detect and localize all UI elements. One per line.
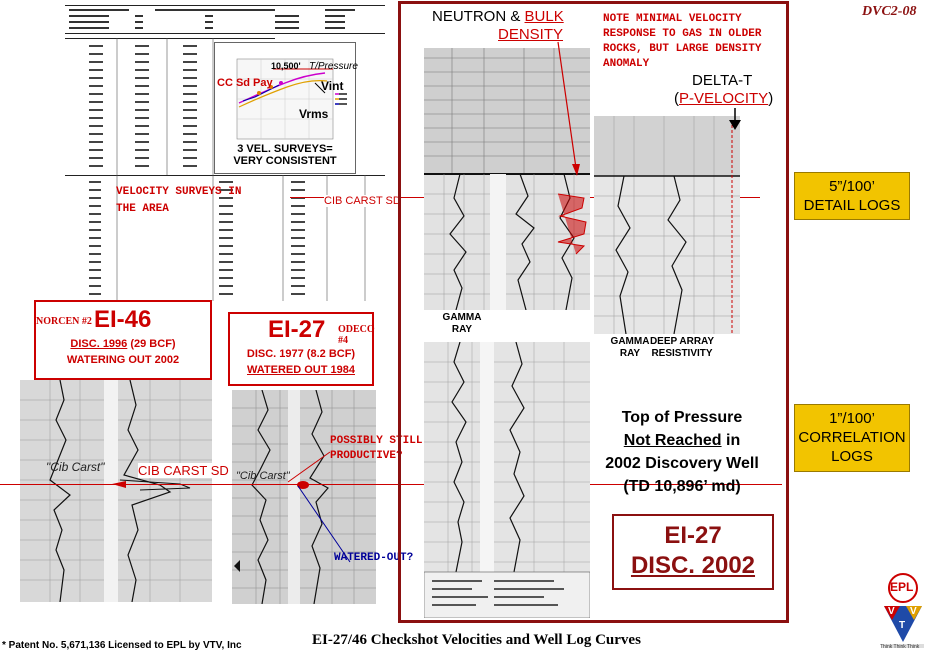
detail-log-right-curves bbox=[594, 116, 740, 334]
slide-id: DVC2-08 bbox=[862, 4, 917, 19]
delta-t-label: DELTA-T bbox=[692, 72, 753, 89]
epl-vtv-logo: EPL V T V Think Think Think bbox=[872, 572, 934, 652]
ei27-old-name: EI-27 bbox=[268, 316, 326, 343]
patent-notice: * Patent No. 5,671,136 Licensed to EPL b… bbox=[2, 640, 242, 651]
ei46-operator: NORCEN #2 bbox=[36, 316, 92, 327]
logo-letter-3: V bbox=[910, 606, 917, 617]
p-velocity-wrap: (P-VELOCITY) bbox=[674, 90, 774, 107]
ei27-old-log-panel bbox=[232, 390, 376, 604]
ei46-disc-volume: (29 BCF) bbox=[127, 338, 176, 350]
ei46-log-panel bbox=[20, 380, 212, 602]
ei46-caption-box: NORCEN #2 EI-46 DISC. 1996 (29 BCF) WATE… bbox=[34, 300, 212, 380]
pressure-line-3: 2002 Discovery Well bbox=[605, 455, 759, 472]
detail-label: DETAIL LOGS bbox=[803, 197, 901, 214]
ei46-cib-carst-annotation: "Cib Carst" bbox=[46, 460, 105, 474]
ei46-log-curves bbox=[20, 380, 212, 602]
logo-letter-1: V bbox=[888, 606, 895, 617]
detail-log-right bbox=[594, 116, 740, 334]
epl-text: EPL bbox=[890, 580, 914, 594]
velocity-plot bbox=[236, 58, 347, 140]
ei46-disc: DISC. 1996 (29 BCF) bbox=[36, 338, 210, 350]
vrms-label: Vrms bbox=[299, 107, 329, 121]
pressure-line-2-suffix: in bbox=[721, 432, 741, 449]
cib-carst-lower-label: CIB CARST SD bbox=[138, 463, 229, 478]
pressure-line-4: (TD 10,896’ md) bbox=[623, 478, 741, 495]
top-of-pressure-text: Top of Pressure Not Reached in 2002 Disc… bbox=[588, 406, 776, 498]
ei27-2002-disc: DISC. 2002 bbox=[630, 552, 756, 579]
slide-title: EI-27/46 Checkshot Velocities and Well L… bbox=[312, 632, 641, 648]
p-velocity-label: P-VELOCITY bbox=[679, 90, 769, 107]
legend-label: T/Pressure bbox=[309, 61, 358, 72]
ei27-2002-badge: EI-27 DISC. 2002 bbox=[612, 514, 774, 590]
velocity-chart: 10,500' T/Pressure Vint Vrms 3 VEL. SURV… bbox=[214, 42, 358, 174]
neutron-label: NEUTRON & bbox=[432, 8, 521, 25]
pressure-line-2: Not Reached in bbox=[588, 429, 776, 452]
gamma-ray-label-2: GAMMA RAY bbox=[610, 336, 650, 359]
ei27-old-status: WATERED OUT 1984 bbox=[247, 364, 355, 376]
ei27-2002-name: EI-27 bbox=[664, 522, 722, 549]
ei27-old-log-curves bbox=[232, 390, 376, 604]
detail-scale: 5”/100’ bbox=[829, 178, 875, 195]
bulk-label: BULK bbox=[524, 8, 564, 25]
cc-sd-pay-label: CC Sd Pay bbox=[217, 77, 273, 89]
velocity-surveys-note: VELOCITY SURVEYS IN THE AREA bbox=[116, 186, 242, 215]
delta-t-arrow bbox=[729, 108, 741, 130]
correlation-scale: 1”/100’ bbox=[829, 410, 875, 427]
correlation-logs-box: 1”/100’ CORRELATION LOGS bbox=[794, 404, 910, 472]
density-label: DENSITY bbox=[498, 26, 564, 43]
ei46-name: EI-46 bbox=[94, 306, 152, 333]
detail-logs-box: 5”/100’ DETAIL LOGS bbox=[794, 172, 910, 220]
logo-graphic bbox=[882, 573, 924, 648]
annotation-arrows bbox=[287, 451, 351, 563]
correlation-log-curves bbox=[424, 342, 590, 618]
ei27-old-operator: ODECO #4 bbox=[338, 324, 375, 346]
checkshot-table bbox=[65, 5, 385, 301]
cib-carst-lower-line bbox=[0, 484, 782, 485]
ei46-disc-year: DISC. 1996 bbox=[70, 338, 128, 350]
ei27-old-caption-box: EI-27 ODECO #4 DISC. 1977 (8.2 BCF) WATE… bbox=[228, 312, 375, 386]
correlation-label: CORRELATION LOGS bbox=[798, 429, 906, 465]
ei27-2002-frame bbox=[398, 1, 789, 623]
pressure-line-1: Top of Pressure bbox=[621, 409, 743, 426]
cib-carst-upper-label: CIB CARST SD bbox=[324, 195, 401, 207]
logo-tagline: Think Think Think bbox=[880, 644, 920, 650]
ei27-old-cib-carst-annotation: "Cib Carst" bbox=[236, 470, 290, 482]
gamma-ray-label-1: GAMMA RAY bbox=[442, 312, 482, 335]
ei46-status: WATERING OUT 2002 bbox=[66, 354, 180, 366]
watered-out-note: WATERED-OUT? bbox=[334, 552, 414, 564]
depth-label: 10,500' bbox=[271, 61, 301, 71]
density-arrow bbox=[557, 41, 580, 176]
consistency-note: 3 VEL. SURVEYS= VERY CONSISTENT bbox=[221, 143, 349, 167]
ei27-old-disc: DISC. 1977 (8.2 BCF) bbox=[246, 348, 356, 360]
neutron-density-header: NEUTRON & BULK DENSITY bbox=[432, 8, 564, 44]
not-reached-text: Not Reached bbox=[623, 432, 722, 449]
logo-letter-2: T bbox=[899, 620, 906, 631]
velocity-response-note: NOTE MINIMAL VELOCITY RESPONSE TO GAS IN… bbox=[603, 13, 762, 70]
vint-label: Vint bbox=[321, 79, 344, 93]
correlation-log bbox=[424, 342, 590, 618]
deep-array-label: DEEP ARRAY RESISTIVITY bbox=[649, 336, 715, 359]
possibly-gas-note: POSSIBLY STILL GAS PRODUCTIVE? bbox=[330, 435, 449, 462]
